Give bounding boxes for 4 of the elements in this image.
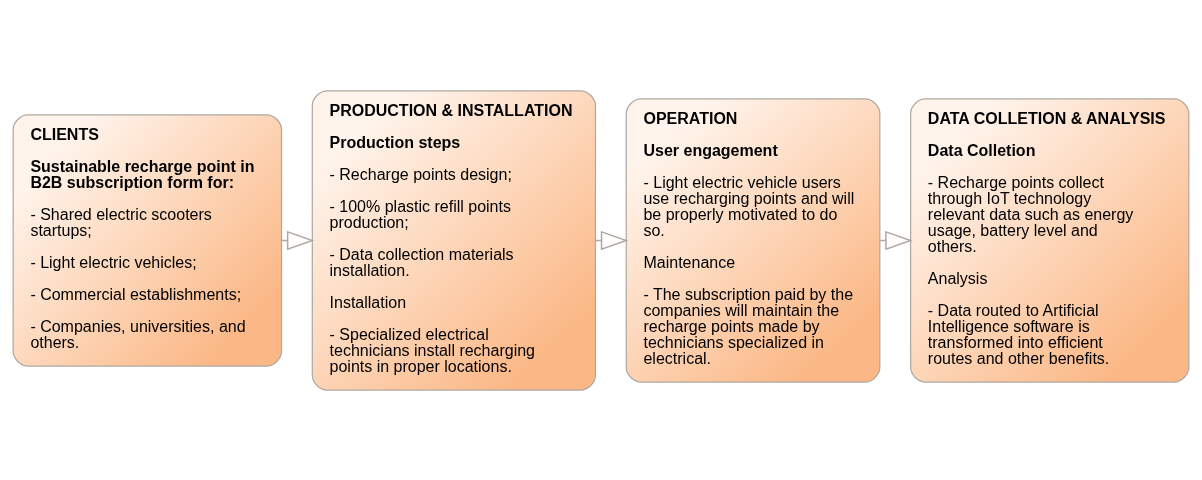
node-box: PRODUCTION & INSTALLATION Production steps - Recharge points design; - 100% plastic refill points production; - Data collection materials installation. Installation - Specialized electrical technicians install recharging points in proper locations. [311,89,597,391]
node-box: CLIENTS Sustainable recharge point in B2B subscription form for: - Shared electric scooters startups; - Light electric vehicles; - Commercial establishments; - Companies, universities, and others. [12,113,283,367]
node-box: OPERATION User engagement - Light electric vehicle users use recharging points and will be properly motivated to do so. Maintenance - The subscription paid by the companies will maintain the recharge points made by technicians specialized in electrical. [625,97,881,383]
node-box: DATA COLLETION & ANALYSIS Data Colletion - Recharge points collect through IoT technology relevant data such as energy usage, battery level and others. Analysis - Data routed to Artificial Intelligence software is transformed into efficient routes and other benefits. [910,97,1190,383]
